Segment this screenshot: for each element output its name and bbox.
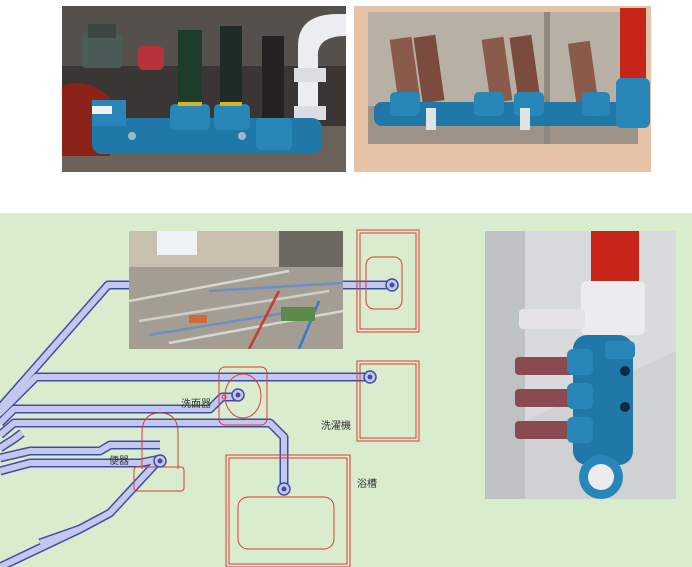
manifold-photo-illustration xyxy=(62,6,346,172)
piping-diagram-panel: 洗面器 洗濯機 便器 浴槽 xyxy=(0,213,692,567)
label-bathtub: 浴槽 xyxy=(357,479,377,490)
fixture-sink-inner xyxy=(359,232,417,330)
photo-floor-piping xyxy=(129,231,343,349)
fixture-bathtub-outer xyxy=(225,454,351,567)
photo-manifold-installed xyxy=(62,6,346,172)
manifold-box-illustration xyxy=(354,6,651,172)
fixture-bathtub-inner xyxy=(228,457,348,565)
label-mop-sink: 洗濯機 xyxy=(321,421,351,432)
pipe-fills xyxy=(0,282,392,567)
piping-layout-diagram xyxy=(0,229,420,567)
label-toilet: 便器 xyxy=(109,456,129,467)
label-washbasin: 洗面器 xyxy=(181,399,211,410)
fixture-washbasin-bowl xyxy=(224,373,262,419)
photo-riser-manifold xyxy=(485,231,676,499)
riser-manifold-illustration xyxy=(485,231,676,499)
photo-manifold-in-box xyxy=(354,6,651,172)
fixture-sink-outer xyxy=(356,229,420,333)
fixture-mopsink-inner xyxy=(359,363,417,439)
fixture-toilet-bowl xyxy=(141,412,179,469)
fixture-outlines xyxy=(133,229,420,567)
floor-piping-illustration xyxy=(129,231,343,349)
fixture-mopsink-outer xyxy=(356,360,420,442)
fixture-sink-basin xyxy=(365,256,403,310)
fixture-washbasin-outer xyxy=(218,366,268,426)
drain-points xyxy=(153,278,399,496)
fixture-bathtub-basin xyxy=(237,496,335,550)
